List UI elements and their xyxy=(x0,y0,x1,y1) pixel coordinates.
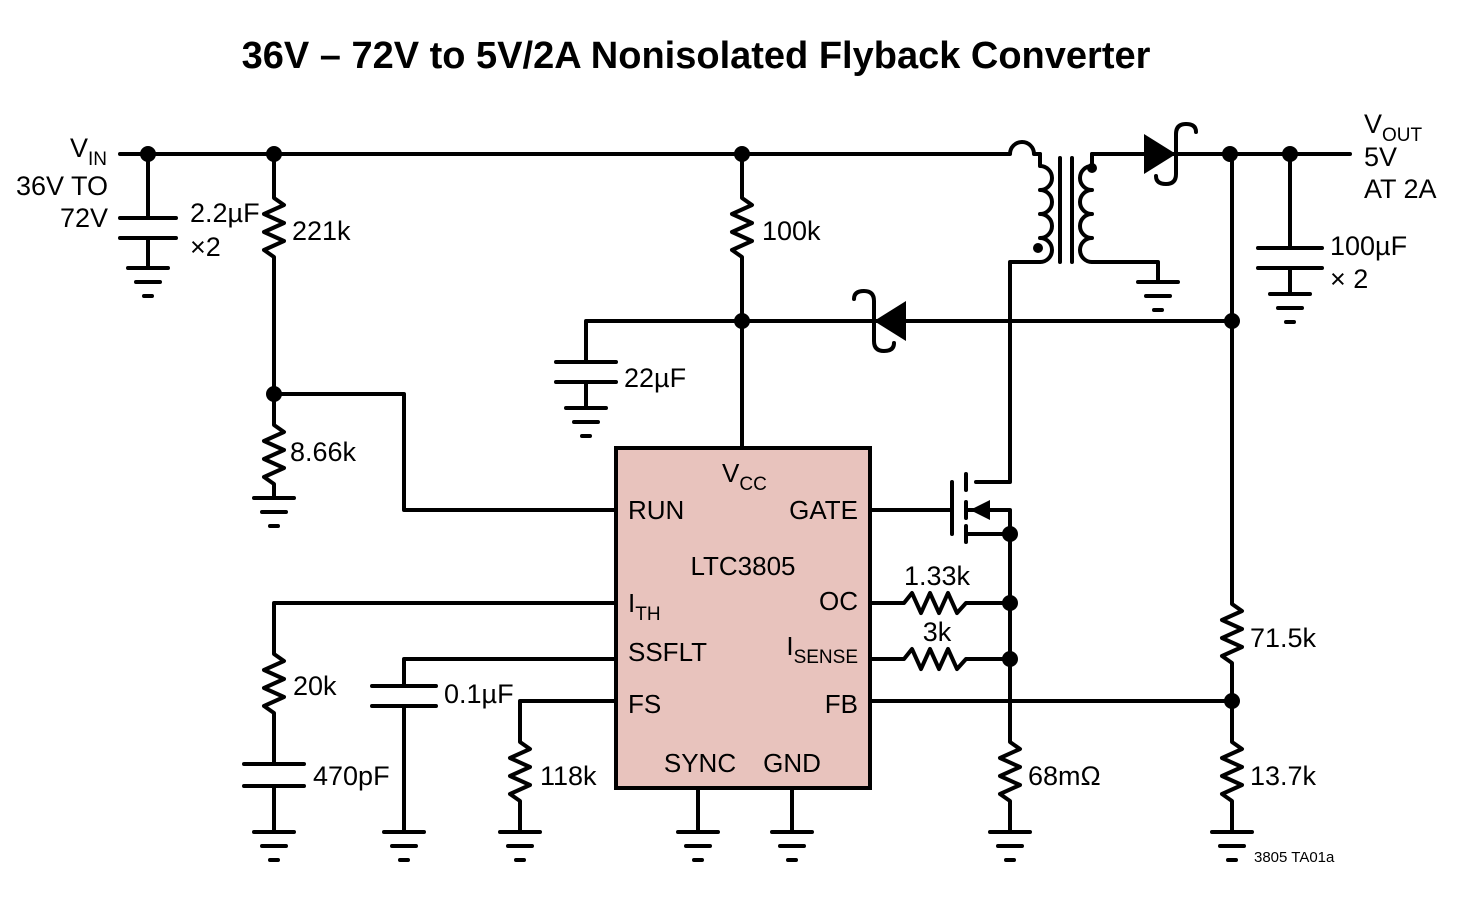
figure-id: 3805 TA01a xyxy=(1254,849,1335,866)
ic-name: LTC3805 xyxy=(690,551,795,581)
r715k-label: 71.5k xyxy=(1250,623,1317,653)
r3k-label: 3k xyxy=(923,617,952,647)
output-schottky-diode xyxy=(1144,122,1198,186)
pin-gate: GATE xyxy=(789,495,858,525)
cout-multiplier: × 2 xyxy=(1330,264,1368,294)
r866k-label: 8.66k xyxy=(290,437,357,467)
vin-label: VIN xyxy=(70,133,107,170)
pin-run: RUN xyxy=(628,495,684,525)
pin-ssflt: SSFLT xyxy=(628,637,707,667)
vout-voltage: 5V xyxy=(1364,142,1397,172)
r137k-label: 13.7k xyxy=(1250,761,1317,791)
junction-dots xyxy=(140,146,1298,709)
cout-value: 100µF xyxy=(1330,231,1407,261)
ic-ltc3805 xyxy=(614,446,872,790)
mosfet-arrow xyxy=(970,500,990,520)
c01uf-label: 0.1µF xyxy=(444,679,514,709)
r100k-label: 100k xyxy=(762,216,821,246)
bias-schottky-diode xyxy=(852,289,906,353)
r133k-label: 1.33k xyxy=(904,561,971,591)
vout-current: AT 2A xyxy=(1364,174,1437,204)
cin-value: 2.2µF xyxy=(190,198,260,228)
c470pf-label: 470pF xyxy=(313,761,390,791)
vin-range-line1: 36V TO xyxy=(16,171,108,201)
r20k-label: 20k xyxy=(293,671,337,701)
pin-sync: SYNC xyxy=(664,748,736,778)
r221k-label: 221k xyxy=(292,216,351,246)
cin-multiplier: ×2 xyxy=(190,232,221,262)
pin-isense: ISENSE xyxy=(786,631,858,668)
pin-oc: OC xyxy=(819,586,858,616)
vout-label: VOUT xyxy=(1364,109,1423,146)
pin-gnd: GND xyxy=(763,748,821,778)
primary-dot xyxy=(1033,243,1043,253)
rsense-label: 68mΩ xyxy=(1028,761,1101,791)
pin-vcc: VCC xyxy=(722,458,767,495)
r118k-label: 118k xyxy=(540,761,597,791)
pin-ith: ITH xyxy=(628,588,661,625)
wires xyxy=(118,140,1352,862)
diagram-title: 36V – 72V to 5V/2A Nonisolated Flyback C… xyxy=(242,35,1151,77)
c22uf-label: 22µF xyxy=(624,363,686,393)
vin-range-line2: 72V xyxy=(60,203,108,233)
pin-fb: FB xyxy=(825,689,858,719)
pin-fs: FS xyxy=(628,689,661,719)
secondary-dot xyxy=(1087,163,1097,173)
